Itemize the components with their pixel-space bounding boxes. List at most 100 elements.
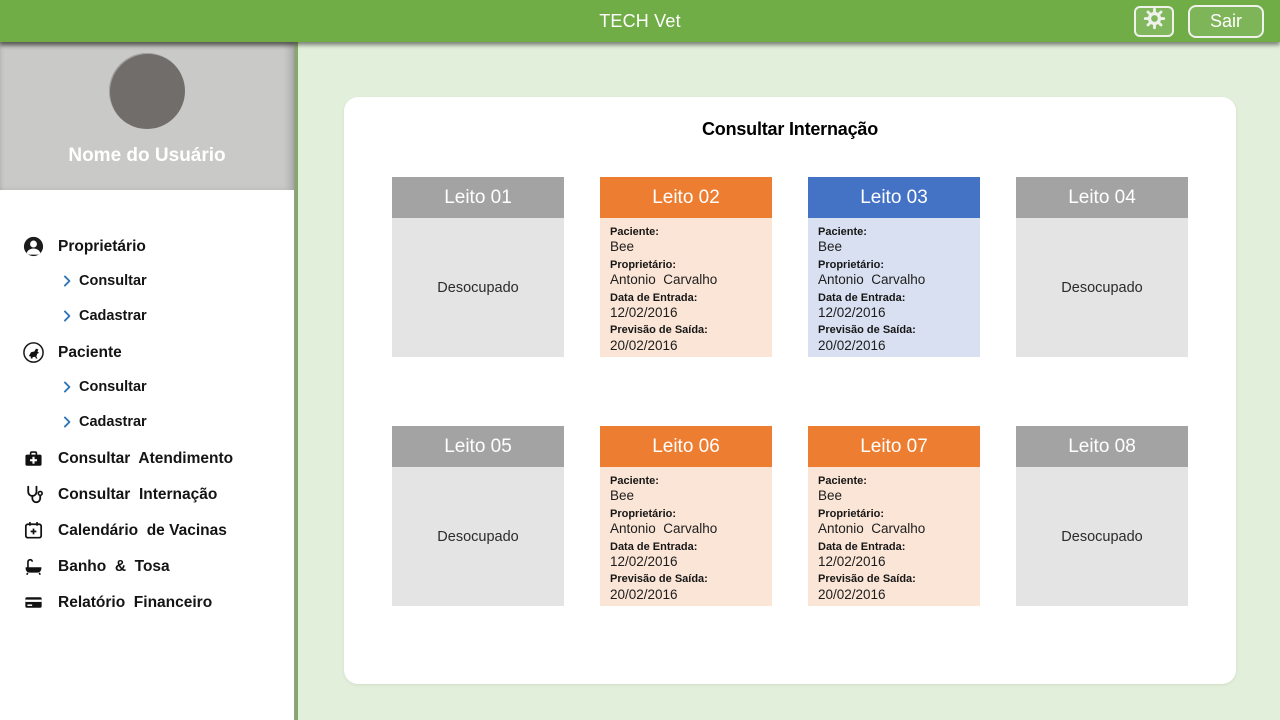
- owner-label: Proprietário:: [818, 507, 885, 520]
- bed-title: Leito 02: [600, 177, 772, 218]
- main-content: Consultar Internação Leito 01 Desocupado…: [298, 42, 1280, 720]
- sidebar-item-paciente[interactable]: Paciente: [0, 340, 294, 365]
- settings-button[interactable]: [1134, 5, 1174, 37]
- bed-card-04[interactable]: Leito 04 Desocupado: [1016, 177, 1188, 357]
- owner-name: Antonio Carvalho: [610, 521, 718, 537]
- sidebar-item-proprietario[interactable]: Proprietário: [0, 234, 294, 259]
- credit-card-icon: [21, 591, 45, 615]
- owner-label: Proprietário:: [610, 258, 677, 271]
- bed-title: Leito 07: [808, 426, 980, 467]
- sidebar-item-proprietario-cadastrar[interactable]: Cadastrar: [0, 305, 294, 327]
- beds-grid: Leito 01 Desocupado Leito 02 Paciente: B…: [392, 177, 1188, 606]
- chevron-right-icon: [60, 309, 74, 323]
- sidebar-nav: Proprietário Consultar Cadastrar: [0, 190, 294, 615]
- user-panel: Nome do Usuário: [0, 42, 294, 190]
- sidebar-item-label: Banho & Tosa: [58, 557, 170, 575]
- sidebar-item-paciente-cadastrar[interactable]: Cadastrar: [0, 411, 294, 433]
- topbar-actions: Sair: [1134, 0, 1264, 42]
- bathtub-icon: [21, 555, 45, 579]
- chevron-right-icon: [60, 415, 74, 429]
- patient-label: Paciente:: [818, 475, 867, 487]
- bed-title: Leito 06: [600, 426, 772, 467]
- bed-card-07[interactable]: Leito 07 Paciente: Bee Proprietário: Ant…: [808, 426, 980, 606]
- bed-card-03[interactable]: Leito 03 Paciente: Bee Proprietário: Ant…: [808, 177, 980, 357]
- bed-card-02[interactable]: Leito 02 Paciente: Bee Proprietário: Ant…: [600, 177, 772, 357]
- bed-title: Leito 04: [1016, 177, 1188, 218]
- bed-status: Desocupado: [1061, 528, 1143, 545]
- sidebar-item-label: Paciente: [58, 343, 122, 361]
- owner-name: Antonio Carvalho: [818, 272, 926, 288]
- sidebar-item-consultar-atendimento[interactable]: Consultar Atendimento: [0, 446, 294, 471]
- sidebar-item-label: Consultar: [79, 273, 147, 289]
- gear-icon: [1143, 7, 1166, 35]
- exit-date-label: Previsão de Saída:: [818, 324, 916, 337]
- bed-title: Leito 01: [392, 177, 564, 218]
- owner-label: Proprietário:: [610, 507, 677, 520]
- sidebar-item-label: Calendário de Vacinas: [58, 521, 227, 539]
- exit-date: 20/02/2016: [610, 586, 678, 602]
- sidebar-item-calendario-vacinas[interactable]: Calendário de Vacinas: [0, 518, 294, 543]
- patient-name: Bee: [818, 488, 843, 504]
- owner-name: Antonio Carvalho: [610, 272, 718, 288]
- sidebar-item-relatorio-financeiro[interactable]: Relatório Financeiro: [0, 590, 294, 615]
- sidebar: Nome do Usuário Prop: [0, 42, 294, 720]
- user-name: Nome do Usuário: [68, 145, 226, 166]
- exit-date: 20/02/2016: [818, 586, 886, 602]
- entry-date: 12/02/2016: [818, 553, 886, 569]
- owner-label: Proprietário:: [818, 258, 885, 271]
- sidebar-item-label: Cadastrar: [79, 414, 147, 430]
- sidebar-divider: [294, 42, 298, 720]
- internacao-panel: Consultar Internação Leito 01 Desocupado…: [344, 97, 1236, 684]
- page-title: Consultar Internação: [701, 119, 879, 139]
- bed-title: Leito 03: [808, 177, 980, 218]
- bed-card-05[interactable]: Leito 05 Desocupado: [392, 426, 564, 606]
- bed-status: Desocupado: [1061, 279, 1143, 296]
- entry-date-label: Data de Entrada:: [818, 540, 906, 553]
- entry-date: 12/02/2016: [610, 553, 678, 569]
- sidebar-item-consultar-internacao[interactable]: Consultar Internação: [0, 482, 294, 507]
- sidebar-item-proprietario-consultar[interactable]: Consultar: [0, 270, 294, 292]
- exit-date: 20/02/2016: [818, 337, 886, 353]
- entry-date: 12/02/2016: [610, 304, 678, 320]
- bed-title: Leito 08: [1016, 426, 1188, 467]
- patient-label: Paciente:: [610, 475, 659, 487]
- bed-status: Desocupado: [437, 279, 519, 296]
- app-title: TECH Vet: [599, 10, 681, 31]
- sidebar-item-label: Proprietário: [58, 237, 146, 255]
- dog-patient-icon: [21, 341, 45, 365]
- avatar: [109, 53, 185, 129]
- sidebar-item-label: Relatório Financeiro: [58, 593, 213, 611]
- top-bar: TECH Vet Sair: [0, 0, 1280, 42]
- entry-date-label: Data de Entrada:: [610, 291, 698, 304]
- sidebar-item-label: Consultar Atendimento: [58, 449, 234, 467]
- patient-name: Bee: [818, 239, 843, 255]
- chevron-right-icon: [60, 274, 74, 288]
- entry-date-label: Data de Entrada:: [818, 291, 906, 304]
- chevron-right-icon: [60, 380, 74, 394]
- sidebar-item-banho-tosa[interactable]: Banho & Tosa: [0, 554, 294, 579]
- patient-name: Bee: [610, 488, 635, 504]
- bed-card-08[interactable]: Leito 08 Desocupado: [1016, 426, 1188, 606]
- stethoscope-icon: [21, 483, 45, 507]
- bed-title: Leito 05: [392, 426, 564, 467]
- sidebar-item-label: Consultar Internação: [58, 485, 218, 503]
- entry-date-label: Data de Entrada:: [610, 540, 698, 553]
- bed-status: Desocupado: [437, 528, 519, 545]
- sidebar-item-paciente-consultar[interactable]: Consultar: [0, 376, 294, 398]
- exit-date-label: Previsão de Saída:: [610, 573, 708, 586]
- exit-date-label: Previsão de Saída:: [818, 573, 916, 586]
- patient-label: Paciente:: [818, 226, 867, 238]
- bed-card-01[interactable]: Leito 01 Desocupado: [392, 177, 564, 357]
- owner-person-icon: [21, 235, 45, 259]
- sidebar-item-label: Cadastrar: [79, 308, 147, 324]
- exit-date: 20/02/2016: [610, 337, 678, 353]
- first-aid-kit-icon: [21, 447, 45, 471]
- logout-button[interactable]: Sair: [1188, 4, 1264, 38]
- sidebar-item-label: Consultar: [79, 379, 147, 395]
- bed-card-06[interactable]: Leito 06 Paciente: Bee Proprietário: Ant…: [600, 426, 772, 606]
- calendar-plus-icon: [21, 519, 45, 543]
- patient-label: Paciente:: [610, 226, 659, 238]
- entry-date: 12/02/2016: [818, 304, 886, 320]
- owner-name: Antonio Carvalho: [818, 521, 926, 537]
- exit-date-label: Previsão de Saída:: [610, 324, 708, 337]
